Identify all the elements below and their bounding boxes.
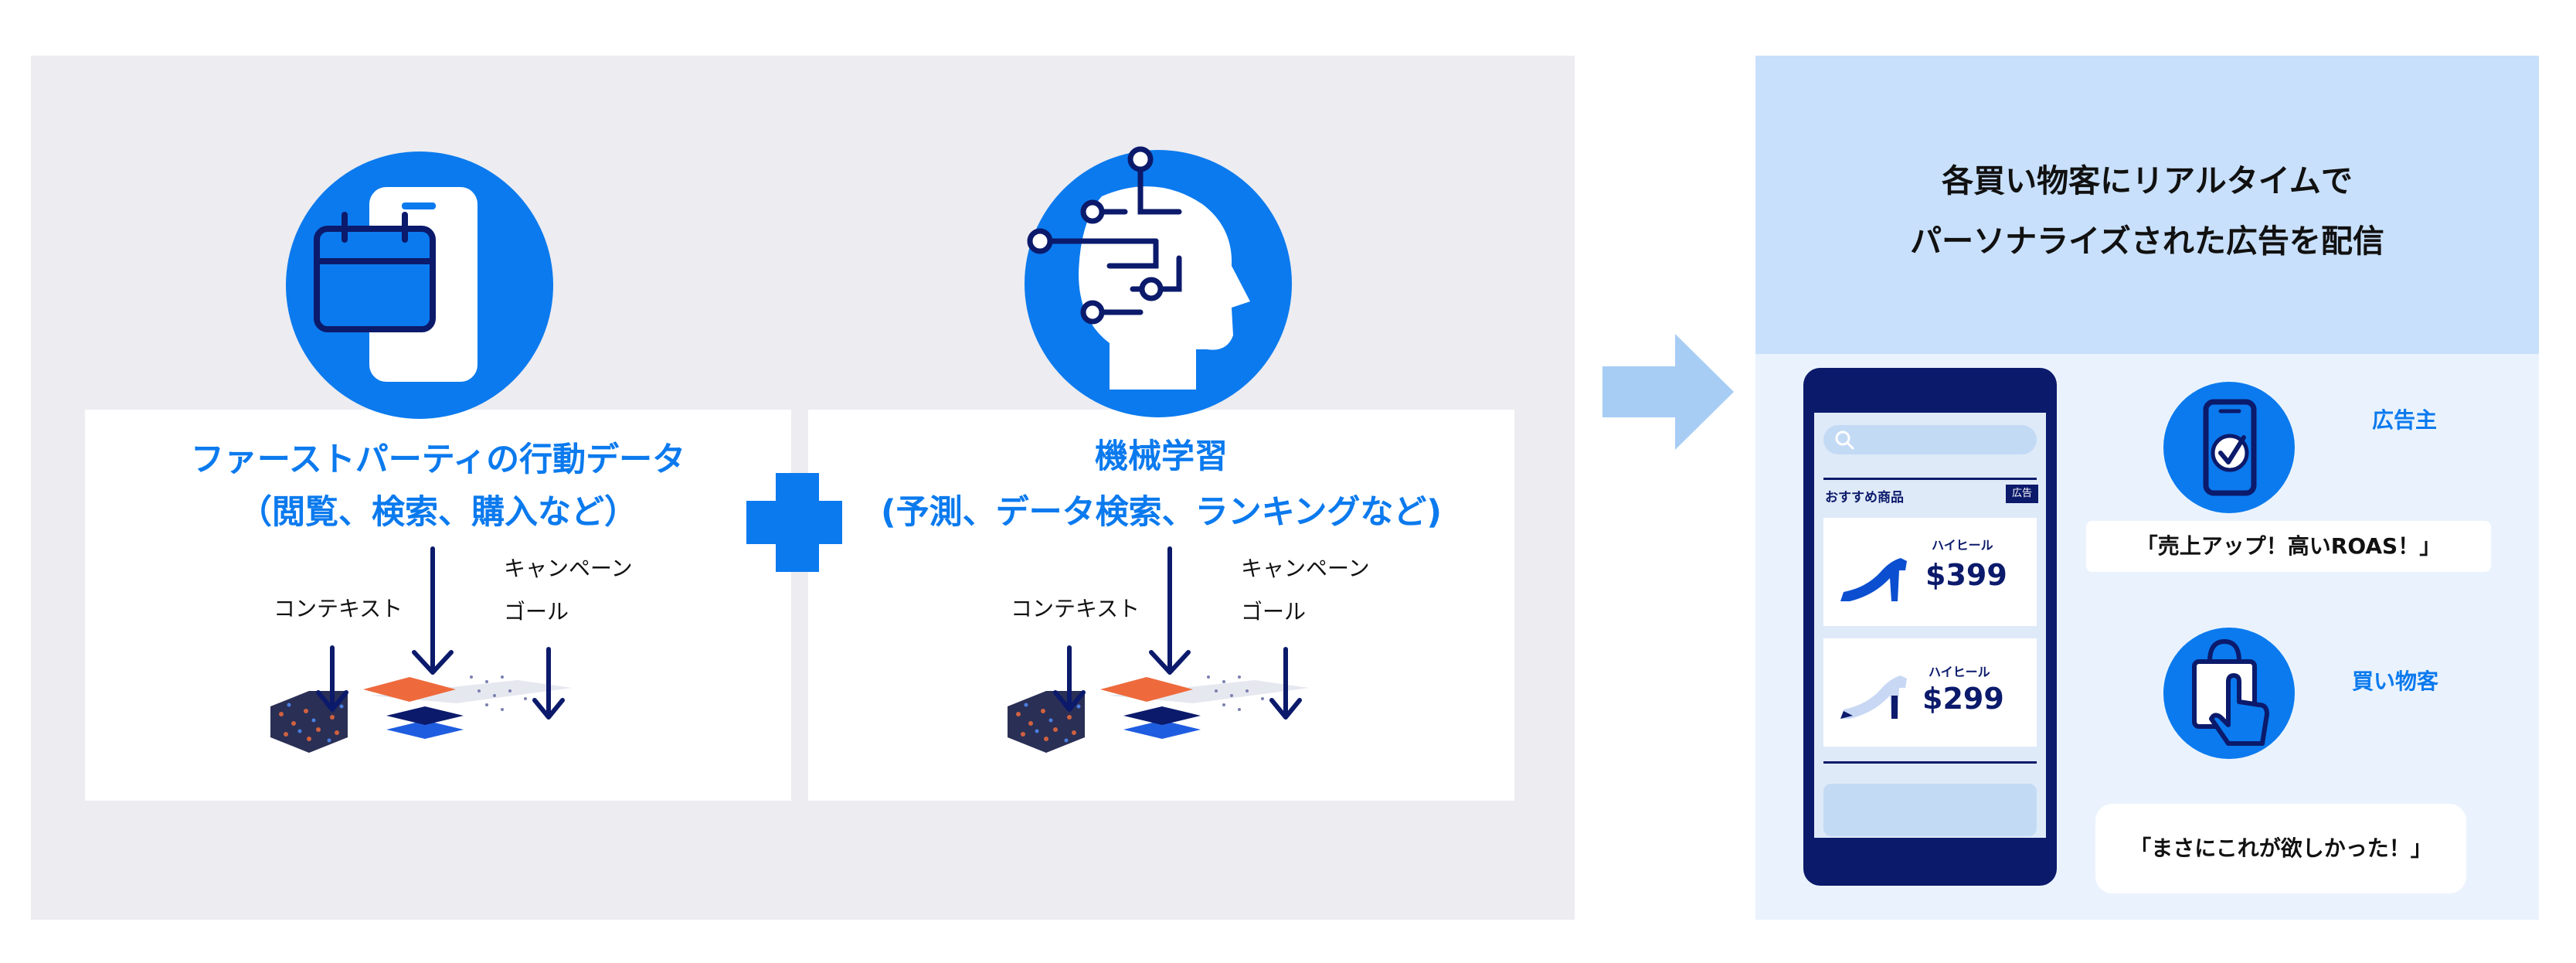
recommended-products-label: おすすめ商品 — [1825, 490, 1904, 505]
plus-sign-horizontal — [746, 501, 842, 544]
card2-label-goal: ゴール — [1241, 599, 1307, 624]
card1-label-context: コンテキスト — [274, 596, 403, 621]
product-name: ハイヒール — [1929, 665, 1990, 679]
card2-label-context: コンテキスト — [1011, 596, 1140, 621]
phone-search-bar — [1823, 425, 2037, 454]
ai-head-icon — [1025, 146, 1292, 417]
advertiser-phone-check-icon — [2163, 382, 2295, 513]
card2-title: 機械学習 — [1095, 437, 1228, 476]
card2-data-layers-illustration — [1000, 541, 1340, 773]
card2-subtitle: (予測、データ検索、ランキングなど) — [880, 493, 1442, 532]
phone-content-block — [1823, 784, 2037, 836]
card1-subtitle: （閲覧、検索、購入など） — [239, 493, 637, 532]
card1-label-campaign: キャンペーン — [504, 556, 633, 581]
high-heel-icon — [1840, 558, 1907, 601]
advertiser-role-label: 広告主 — [2372, 407, 2438, 433]
shopper-role-label: 買い物客 — [2352, 669, 2439, 694]
high-heel-icon — [1840, 675, 1907, 719]
product-name: ハイヒール — [1932, 538, 1993, 553]
search-icon — [1835, 430, 1854, 450]
output-title-line1: 各買い物客にリアルタイムで — [1942, 162, 2353, 199]
output-header-panel — [1755, 56, 2539, 354]
right-arrow-icon — [1602, 334, 1734, 450]
shopper-quote: 「まさにこれが欲しかった！」 — [2095, 804, 2466, 893]
shopper-bag-tap-icon — [2163, 628, 2295, 759]
card1-label-goal: ゴール — [504, 599, 569, 624]
product-card: ハイヒール $399 — [1823, 518, 2037, 626]
advertiser-quote: 「売上アップ！高いROAS！」 — [2086, 521, 2491, 572]
product-price: $299 — [1922, 682, 2004, 716]
ad-tag: 広告 — [2006, 485, 2038, 503]
calendar-phone-icon — [286, 151, 553, 419]
product-card: ハイヒール $299 — [1823, 638, 2037, 747]
card1-data-layers-illustration — [263, 541, 603, 773]
card1-title: ファーストパーティの行動データ — [190, 441, 686, 479]
output-title-line2: パーソナライズされた広告を配信 — [1910, 223, 2384, 260]
card2-label-campaign: キャンペーン — [1241, 556, 1370, 581]
phone-divider-bottom — [1823, 761, 2037, 764]
phone-divider-top — [1823, 478, 2037, 480]
product-price: $399 — [1925, 558, 2007, 592]
